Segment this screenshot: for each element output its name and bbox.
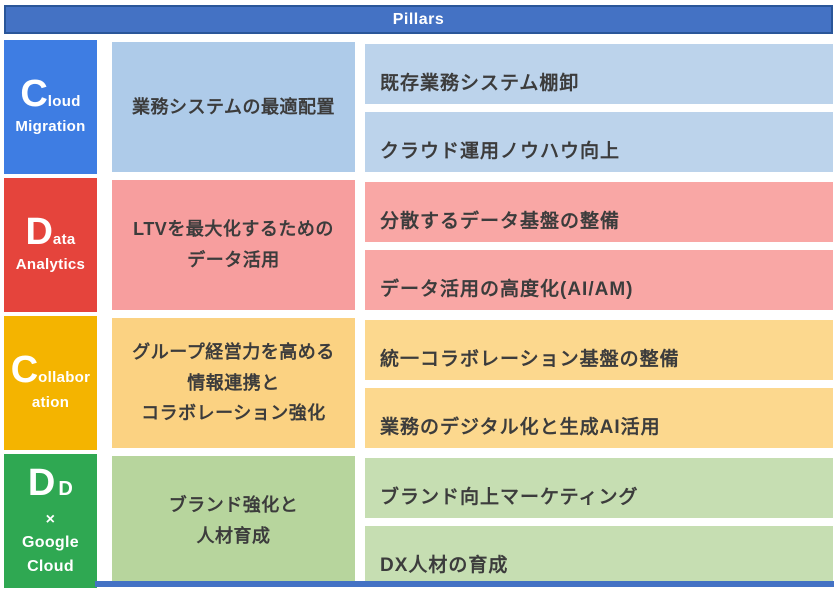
pillar-badge-initial: D (25, 211, 53, 254)
pillar-badge-word-rest: ollabor (38, 369, 91, 387)
pillar-goal-cloud-migration: 業務システムの最適配置 (112, 42, 355, 172)
initiative-item: 既存業務システム棚卸 (365, 44, 833, 104)
initiative-item: 業務のデジタル化と生成AI活用 (365, 388, 833, 448)
initiative-list-collaboration: 統一コラボレーション基盤の整備 業務のデジタル化と生成AI活用 (365, 316, 833, 450)
pillars-header: Pillars (4, 5, 833, 34)
pillars-header-title: Pillars (392, 10, 445, 28)
pillar-goal-data-analytics: LTVを最大化するための データ活用 (112, 180, 355, 310)
pillar-badge-word-rest: ata (52, 231, 76, 249)
pillar-badge-subline: × Google Cloud (22, 511, 79, 575)
pillar-goal-dd-google-cloud: ブランド強化と 人材育成 (112, 456, 355, 586)
initiative-list-cloud-migration: 既存業務システム棚卸 クラウド運用ノウハウ向上 (365, 40, 833, 174)
next-section-bar-sliver (95, 581, 834, 587)
pillar-badge-initial: C (10, 349, 39, 392)
pillar-badge-word-rest: D (58, 478, 74, 501)
pillar-goal-collaboration: グループ経営力を高める 情報連携と コラボレーション強化 (112, 318, 355, 448)
pillar-badge-subline: Migration (15, 118, 86, 136)
initiative-item: DX人材の育成 (365, 526, 833, 586)
initiative-item: クラウド運用ノウハウ向上 (365, 112, 833, 172)
initiative-list-dd-google-cloud: ブランド向上マーケティング DX人材の育成 (365, 454, 833, 588)
initiative-item: 分散するデータ基盤の整備 (365, 182, 833, 242)
pillar-badge-initial: D (27, 462, 56, 505)
initiative-item: ブランド向上マーケティング (365, 458, 833, 518)
pillar-badge-subline: Analytics (15, 256, 86, 274)
pillar-badge-subline: ation (31, 394, 70, 412)
initiative-list-data-analytics: 分散するデータ基盤の整備 データ活用の高度化(AI/AM) (365, 178, 833, 312)
pillar-badge-initial: C (20, 73, 48, 116)
pillar-badge-word-rest: loud (47, 93, 81, 111)
initiative-item: 統一コラボレーション基盤の整備 (365, 320, 833, 380)
initiative-item: データ活用の高度化(AI/AM) (365, 250, 833, 310)
